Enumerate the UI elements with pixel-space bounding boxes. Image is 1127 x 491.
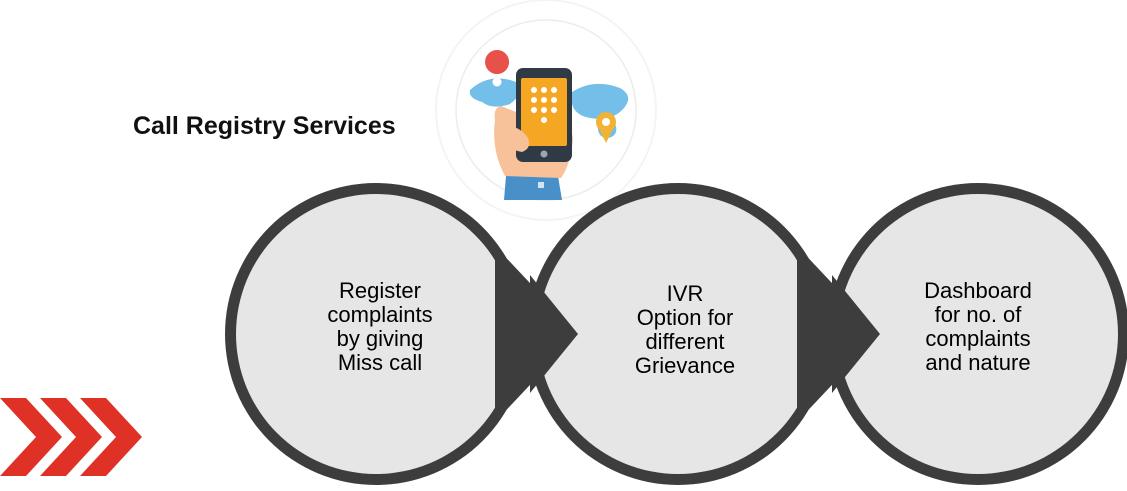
connector-arrow-2-tip (832, 275, 880, 393)
step-3-line: and nature (925, 350, 1031, 375)
step-1-line: Miss call (337, 350, 423, 375)
step-circle-2 (527, 183, 829, 485)
step-2-line: Grievance (634, 353, 736, 378)
step-2-line: IVR (666, 281, 704, 306)
step-circle-3 (827, 183, 1127, 485)
step-circle-1 (225, 183, 527, 485)
location-pin-icon (596, 112, 616, 143)
step-1-line: complaints (327, 302, 433, 327)
step-2-line: different (645, 329, 725, 354)
step-3-line: for no. of (934, 302, 1022, 327)
page-title: Call Registry Services (133, 112, 396, 140)
step-3-line: complaints (925, 326, 1031, 351)
connector-arrow-1-tip (530, 275, 578, 393)
step-1-line: Register (339, 278, 421, 303)
step-3-text: Dashboard for no. of complaints and natu… (888, 279, 1068, 375)
location-pin-icon (485, 50, 510, 92)
step-2-text: IVR Option for different Grievance (595, 282, 775, 378)
step-2-line: Option for (636, 305, 734, 330)
step-1-text: Register complaints by giving Miss call (290, 279, 470, 375)
red-chevrons-icon (0, 398, 142, 476)
phone-in-hand-icon (435, 0, 657, 221)
world-map-icon (469, 78, 629, 138)
step-3-line: Dashboard (924, 278, 1032, 303)
step-1-line: by giving (336, 326, 424, 351)
